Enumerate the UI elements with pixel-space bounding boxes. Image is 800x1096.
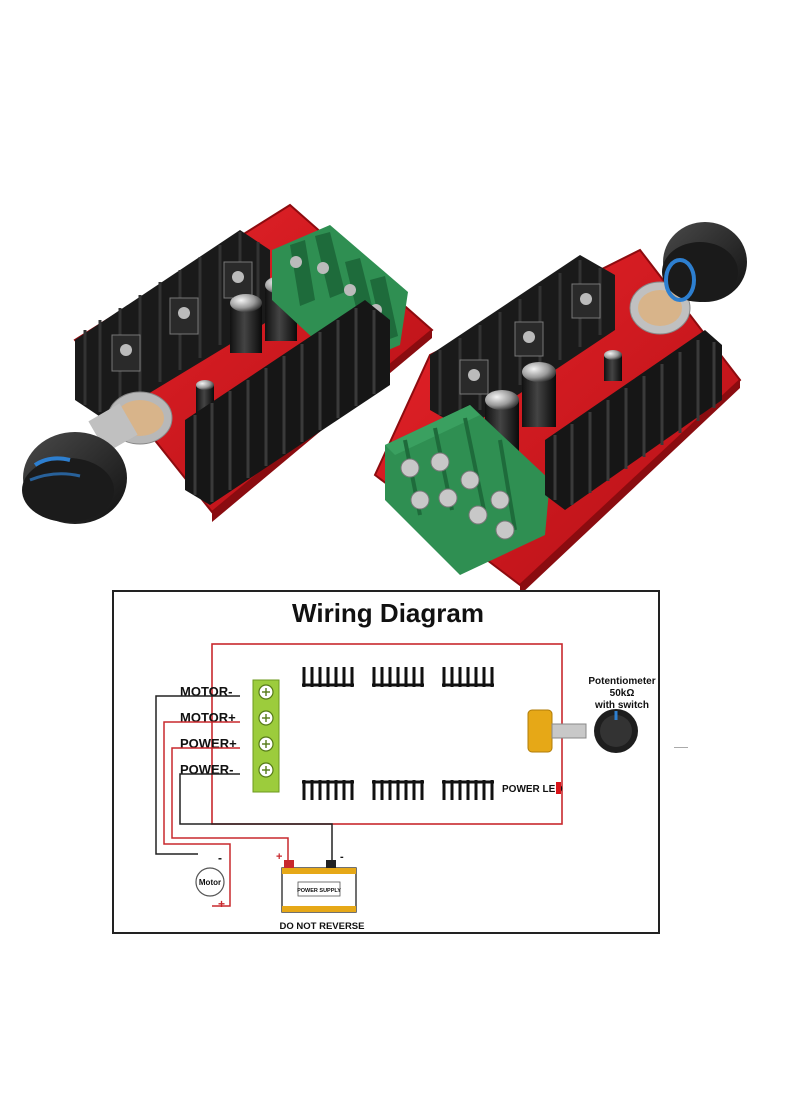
potentiometer-knob	[594, 709, 638, 753]
motor-plus-sign: +	[218, 897, 225, 911]
potentiometer-label-2: 50kΩ	[610, 688, 635, 699]
right-front-heatsink	[545, 330, 722, 510]
terminal-block	[252, 679, 280, 793]
power-supply-minus-sign: -	[340, 851, 344, 863]
heatsink-symbols	[302, 667, 494, 800]
potentiometer-label-1: Potentiometer	[588, 676, 655, 687]
potentiometer-label-3: with switch	[594, 700, 649, 711]
left-potentiometer	[88, 391, 173, 453]
power-supply-plus-sign: +	[276, 851, 282, 863]
wiring-diagram-panel: Wiring Diagram	[112, 590, 660, 934]
do-not-reverse-label: DO NOT REVERSE	[280, 921, 365, 932]
wires	[155, 695, 333, 907]
stray-line	[674, 747, 688, 748]
power-led-label: POWER LED	[502, 784, 563, 795]
power-supply-label: POWER SUPPLY	[297, 888, 341, 894]
left-front-heatsink	[185, 300, 390, 505]
left-controller-board	[22, 203, 434, 524]
motor-symbol	[195, 867, 225, 897]
right-controller-board	[373, 222, 747, 590]
motor-minus-sign: -	[218, 851, 222, 865]
right-terminal-block	[385, 405, 550, 575]
motor-label: Motor	[199, 878, 221, 887]
wiring-diagram: Wiring Diagram	[155, 598, 656, 932]
product-photo	[22, 203, 747, 590]
diagram-title: Wiring Diagram	[292, 598, 484, 628]
right-knob	[662, 222, 747, 302]
left-knob	[22, 432, 127, 524]
potentiometer-symbol	[527, 709, 587, 753]
right-back-heatsink	[430, 255, 615, 430]
power-supply-symbol	[281, 860, 357, 913]
power-led-icon	[556, 782, 561, 794]
right-potentiometer	[629, 281, 691, 335]
